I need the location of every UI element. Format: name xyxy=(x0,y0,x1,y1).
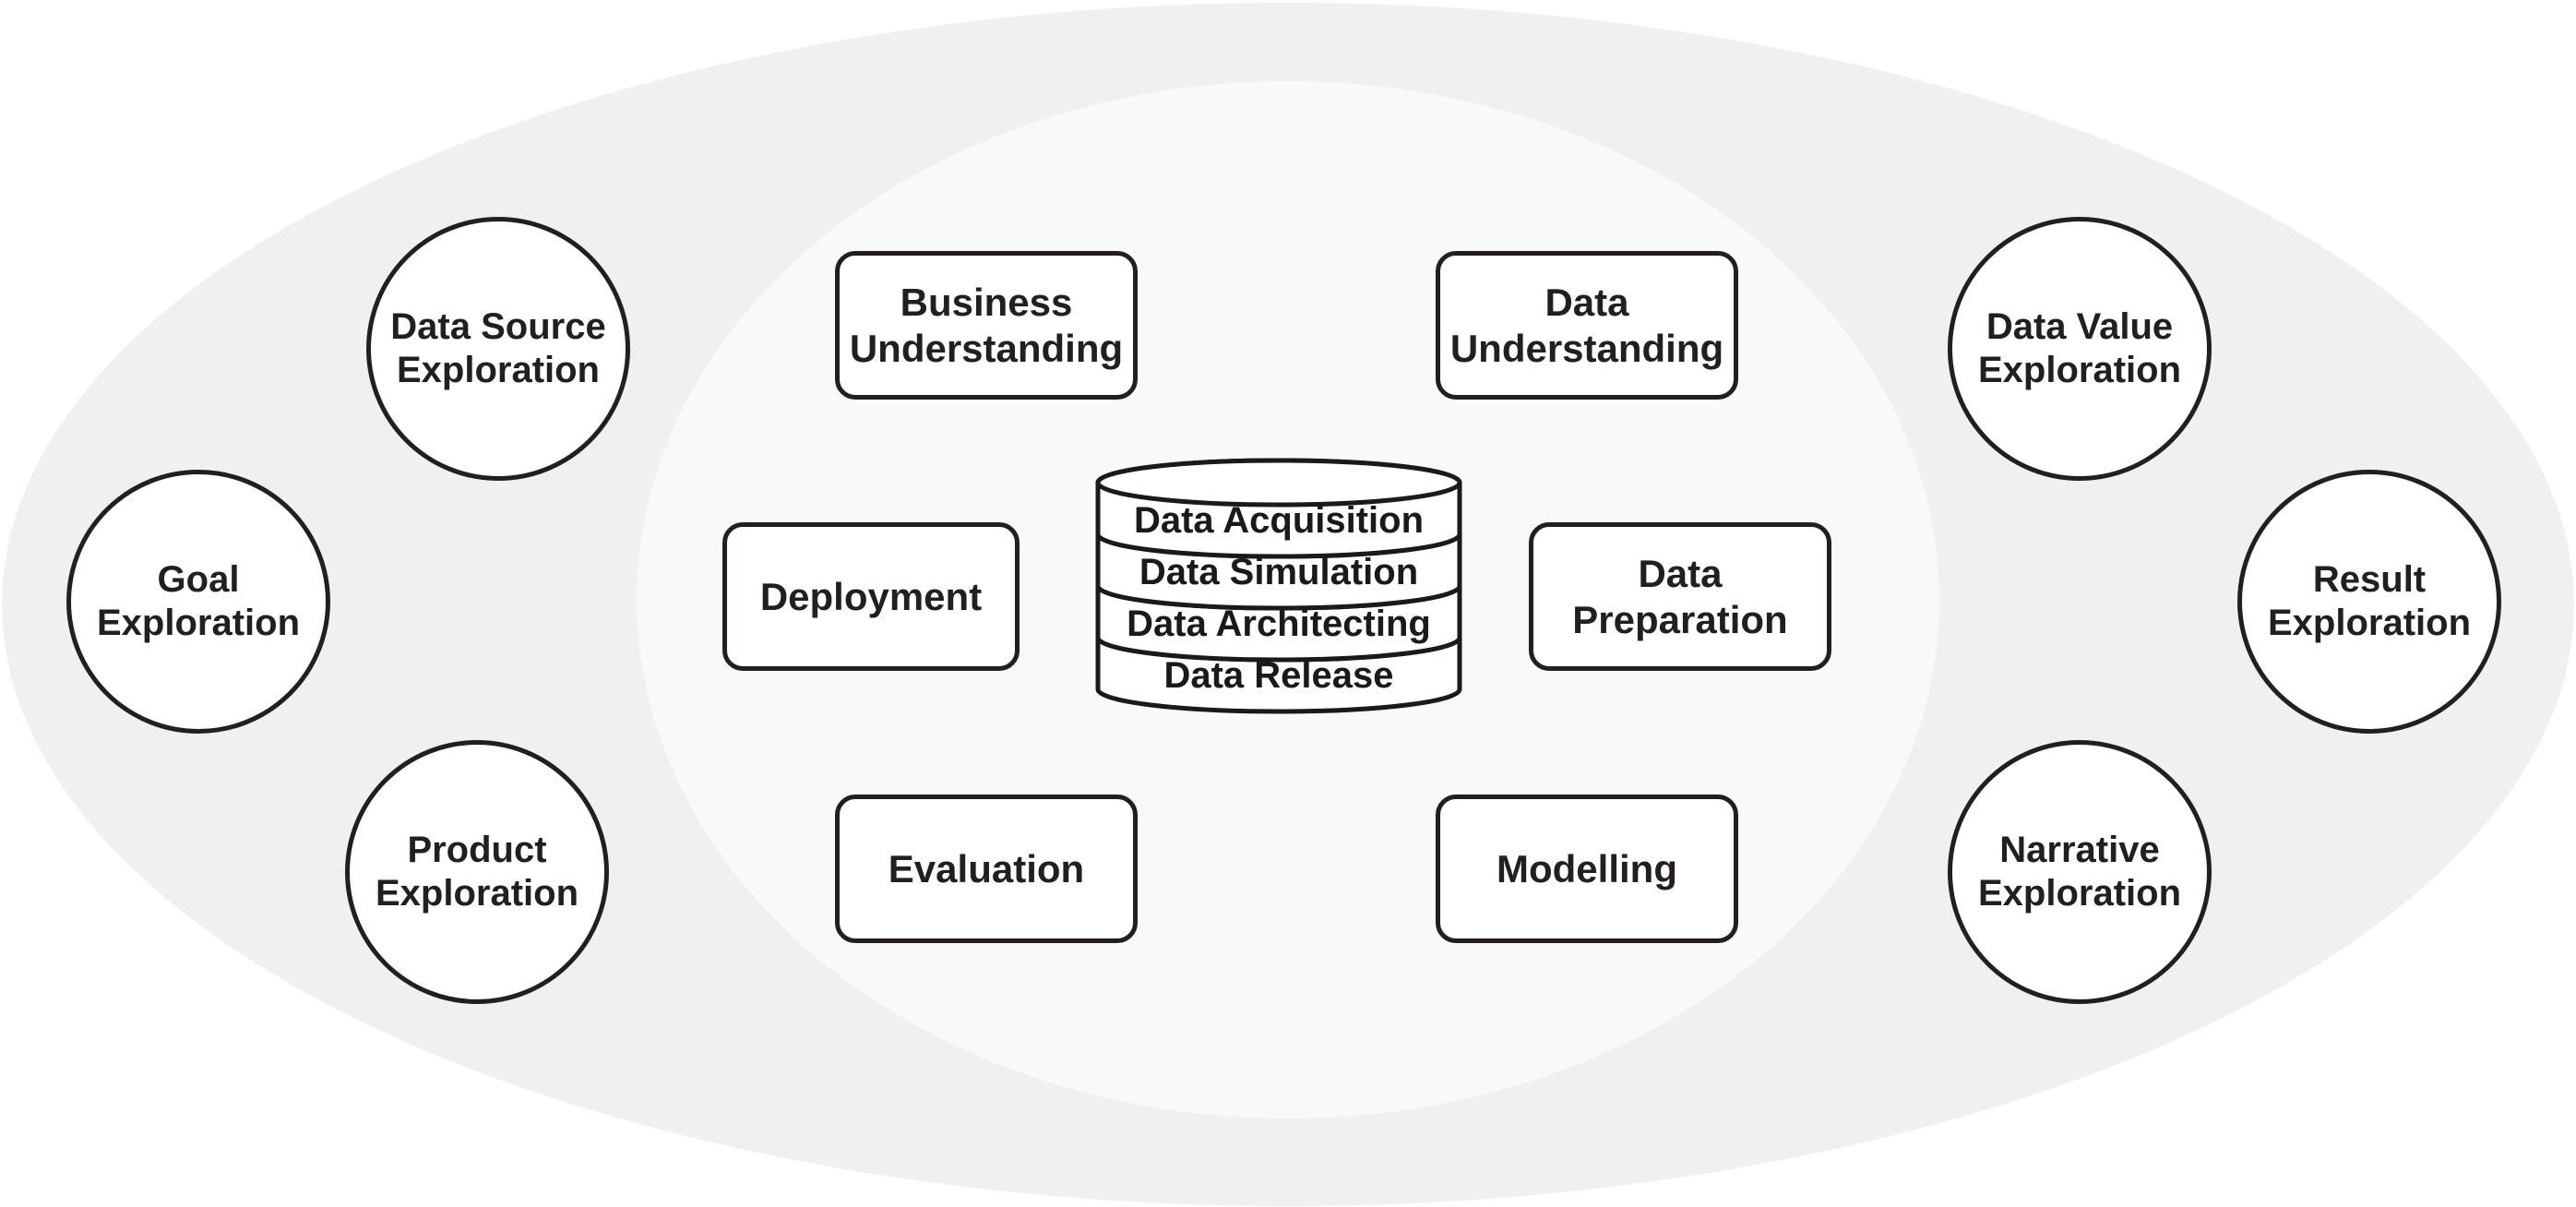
circle-label: Narrative Exploration xyxy=(1977,829,2182,914)
rect-label: Business Understanding xyxy=(849,280,1124,370)
cylinder-stack-svg xyxy=(1095,458,1462,714)
rect-node-evaluation[interactable]: Evaluation xyxy=(835,795,1138,943)
rect-node-deployment[interactable]: Deployment xyxy=(722,522,1020,671)
cylinder-stack: Data Acquisition Data Simulation Data Ar… xyxy=(1094,430,1463,753)
circle-node-data-source-exploration[interactable]: Data Source Exploration xyxy=(366,217,630,481)
rect-label: Evaluation xyxy=(888,846,1085,890)
cylinder-data-acquisition-top xyxy=(1095,458,1462,508)
circle-label: Goal Exploration xyxy=(96,558,301,643)
rect-label: Data Understanding xyxy=(1449,280,1724,370)
circle-node-goal-exploration[interactable]: Goal Exploration xyxy=(66,470,330,734)
circle-label: Result Exploration xyxy=(2267,558,2472,643)
circle-node-narrative-exploration[interactable]: Narrative Exploration xyxy=(1948,740,2212,1004)
circle-label: Product Exploration xyxy=(375,829,579,914)
circle-node-data-value-exploration[interactable]: Data Value Exploration xyxy=(1948,217,2212,481)
circle-node-result-exploration[interactable]: Result Exploration xyxy=(2237,470,2501,734)
rect-node-data-preparation[interactable]: Data Preparation xyxy=(1529,522,1831,671)
rect-label: Modelling xyxy=(1497,846,1677,890)
circle-label: Data Value Exploration xyxy=(1977,305,2182,390)
rect-label: Data Preparation xyxy=(1572,551,1788,641)
rect-node-business-understanding[interactable]: Business Understanding xyxy=(835,251,1138,400)
circle-label: Data Source Exploration xyxy=(390,305,606,390)
rect-node-modelling[interactable]: Modelling xyxy=(1436,795,1738,943)
rect-node-data-understanding[interactable]: Data Understanding xyxy=(1436,251,1738,400)
circle-node-product-exploration[interactable]: Product Exploration xyxy=(345,740,609,1004)
rect-label: Deployment xyxy=(759,574,983,618)
